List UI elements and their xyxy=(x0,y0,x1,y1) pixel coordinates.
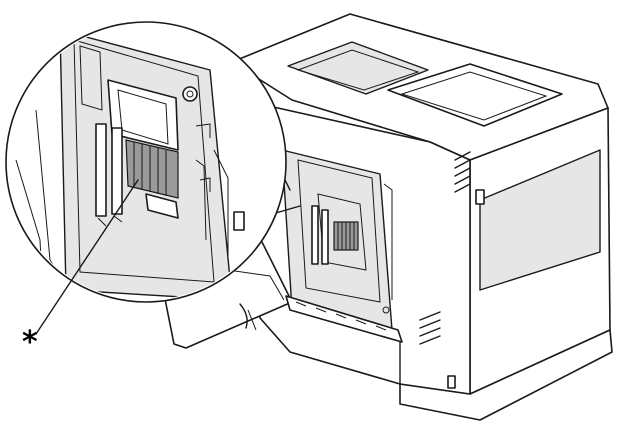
leader-line xyxy=(35,179,139,335)
callout-asterisk: * xyxy=(22,325,38,360)
memory-card-slot xyxy=(333,221,359,251)
memory-card-magnified xyxy=(125,139,179,219)
controller-board xyxy=(281,149,393,331)
